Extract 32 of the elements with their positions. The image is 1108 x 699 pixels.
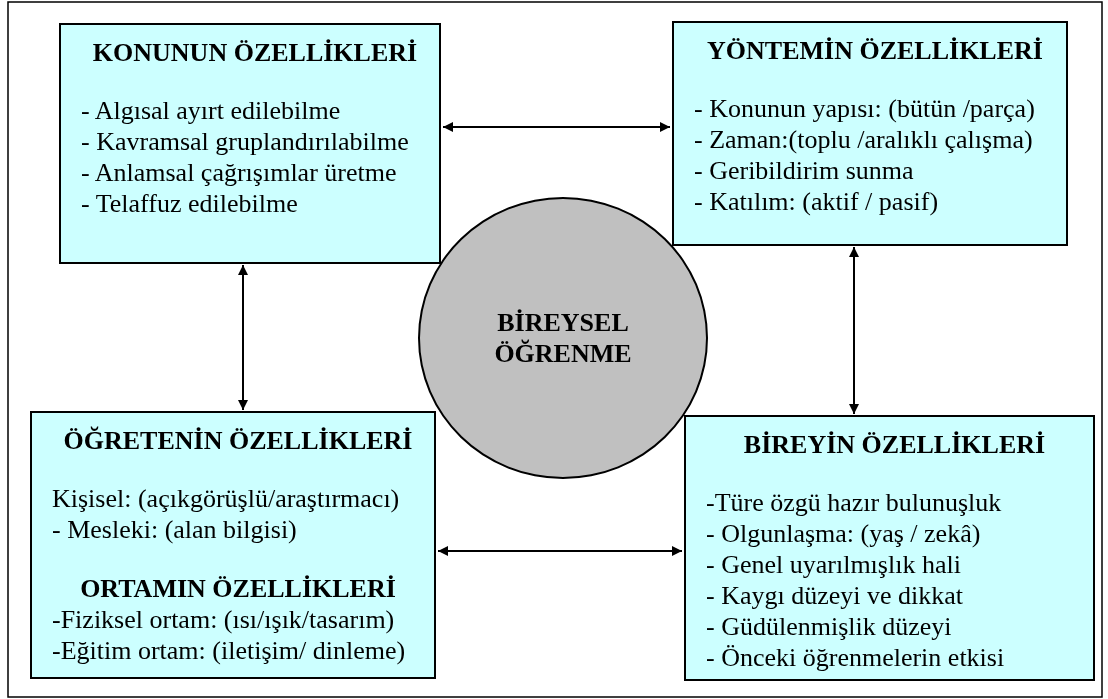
info-box bbox=[672, 21, 1068, 246]
list-item: -Türe özgü hazır bulunuşluk bbox=[706, 487, 1002, 518]
list-item: - Konunun yapısı: (bütün /parça) bbox=[694, 93, 1035, 124]
double-arrow bbox=[442, 122, 671, 132]
info-box bbox=[684, 415, 1095, 681]
box-heading: BİREYİN ÖZELLİKLERİ bbox=[743, 429, 1046, 460]
list-item: - Önceki öğrenmelerin etkisi bbox=[706, 642, 1005, 673]
info-box bbox=[59, 23, 441, 264]
list-item: -Fiziksel ortam: (ısı/ışık/tasarım) bbox=[52, 604, 395, 635]
list-item: Kişisel: (açıkgörüşlü/araştırmacı) bbox=[52, 483, 400, 514]
box-heading: ORTAMIN ÖZELLİKLERİ bbox=[80, 573, 396, 604]
list-item: - Katılım: (aktif / pasif) bbox=[694, 186, 939, 217]
list-item: - Geribildirim sunma bbox=[694, 155, 914, 186]
box-heading: YÖNTEMİN ÖZELLİKLERİ bbox=[707, 35, 1043, 66]
list-item: - Güdülenmişlik düzeyi bbox=[706, 611, 952, 642]
double-arrow bbox=[238, 264, 248, 411]
list-item: -Eğitim ortam: (iletişim/ dinleme) bbox=[52, 635, 406, 666]
list-item: - Algısal ayırt edilebilme bbox=[81, 95, 341, 126]
list-item: - Kavramsal gruplandırılabilme bbox=[81, 126, 409, 157]
list-item: - Telaffuz edilebilme bbox=[81, 188, 298, 219]
circle-label: BİREYSEL ÖĞRENME bbox=[493, 307, 633, 369]
list-item: - Mesleki: (alan bilgisi) bbox=[52, 514, 297, 545]
list-item: - Genel uyarılmışlık hali bbox=[706, 549, 961, 580]
box-heading: ÖĞRETENİN ÖZELLİKLERİ bbox=[63, 425, 413, 456]
list-item: - Zaman:(toplu /aralıklı çalışma) bbox=[694, 124, 1033, 155]
list-item: - Olgunlaşma: (yaş / zekâ) bbox=[706, 518, 981, 549]
list-item: - Kaygı düzeyi ve dikkat bbox=[706, 580, 964, 611]
double-arrow bbox=[849, 246, 859, 415]
list-item: - Anlamsal çağrışımlar üretme bbox=[81, 157, 397, 188]
box-heading: KONUNUN ÖZELLİKLERİ bbox=[92, 37, 418, 68]
double-arrow bbox=[437, 546, 683, 556]
info-box bbox=[30, 411, 436, 679]
